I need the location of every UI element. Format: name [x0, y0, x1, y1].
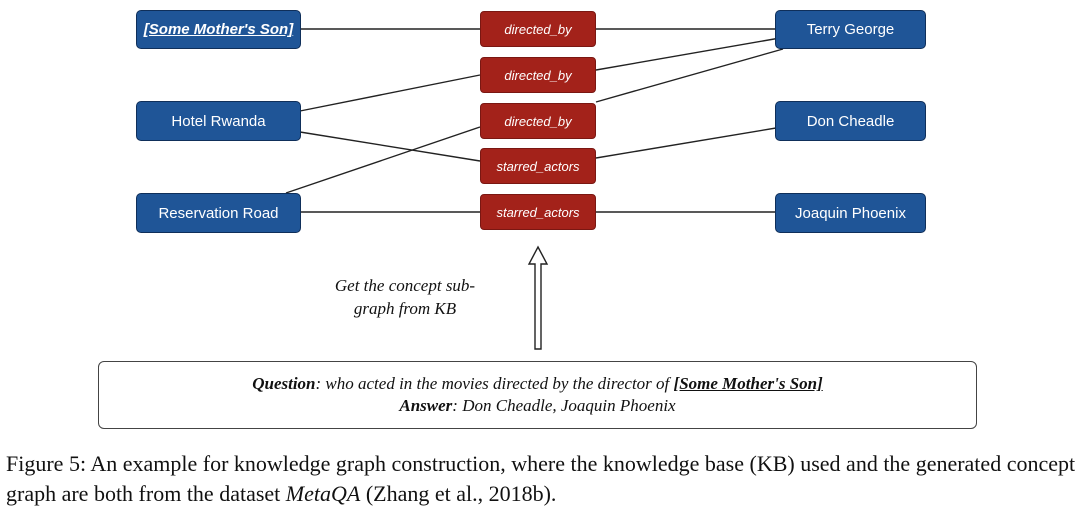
step-label-line-1: Get the concept sub- — [334, 276, 476, 295]
relation-directed-by-1: directed_by — [480, 11, 596, 47]
edge-hotel-to-starred-1 — [299, 131, 481, 162]
relation-directed-by-2: directed_by — [480, 57, 596, 93]
entity-joaquin-phoenix: Joaquin Phoenix — [775, 193, 926, 233]
edge-starred-1-to-don — [595, 127, 777, 159]
hollow-up-arrow-icon — [527, 245, 549, 350]
edge-reservation-to-directed-by-3 — [285, 126, 481, 194]
question-entity: [Some Mother's Son] — [673, 374, 823, 393]
answer-line: Answer: Don Cheadle, Joaquin Phoenix — [399, 395, 675, 417]
entity-terry-george: Terry George — [775, 10, 926, 49]
answer-label: Answer — [399, 396, 453, 415]
graph-edges — [285, 28, 784, 350]
entity-some-mothers-son: [Some Mother's Son] — [136, 10, 301, 49]
edge-directed-by-2-to-terry — [595, 37, 781, 71]
step-label: Get the concept sub- graph from KB — [300, 274, 510, 320]
answer-text: : Don Cheadle, Joaquin Phoenix — [452, 396, 676, 415]
caption-prefix: Figure 5: An example for knowledge graph… — [6, 451, 1076, 506]
relation-starred-actors-1: starred_actors — [480, 148, 596, 184]
relation-directed-by-3: directed_by — [480, 103, 596, 139]
entity-hotel-rwanda: Hotel Rwanda — [136, 101, 301, 141]
edge-hotel-to-directed-by-2 — [299, 74, 481, 112]
step-label-line-2: graph from KB — [353, 299, 457, 318]
question-label: Question — [252, 374, 316, 393]
caption-dataset: MetaQA — [285, 481, 361, 506]
caption-suffix: (Zhang et al., 2018b). — [360, 481, 557, 506]
question-answer-box: Question: who acted in the movies direct… — [98, 361, 977, 429]
entity-don-cheadle: Don Cheadle — [775, 101, 926, 141]
question-text: : who acted in the movies directed by th… — [315, 374, 674, 393]
edge-directed-by-3-to-terry — [595, 48, 784, 103]
figure-caption: Figure 5: An example for knowledge graph… — [6, 449, 1078, 509]
entity-reservation-road: Reservation Road — [136, 193, 301, 233]
relation-starred-actors-2: starred_actors — [480, 194, 596, 230]
question-line: Question: who acted in the movies direct… — [252, 373, 823, 395]
